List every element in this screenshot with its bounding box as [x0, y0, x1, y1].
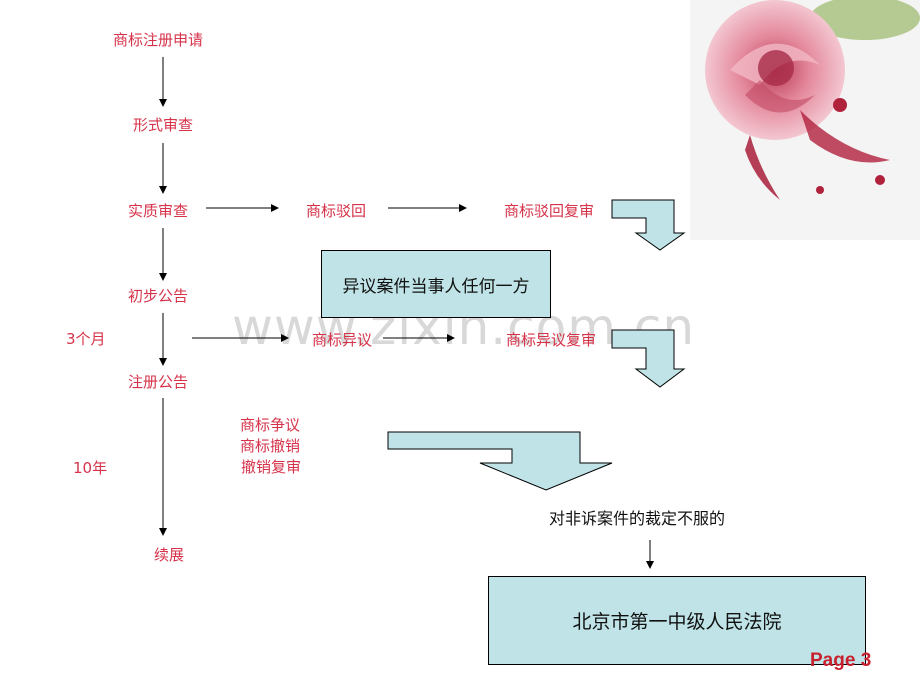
trademark-revocation: 商标撤销 [240, 437, 301, 455]
bent-arrow-opposition-review [611, 329, 686, 388]
trademark-opposition: 商标异议 [312, 331, 373, 349]
beijing-court-text: 北京市第一中级人民法院 [572, 611, 782, 633]
revocation-review: 撤销复审 [241, 458, 302, 476]
step-registration-announcement: 注册公告 [128, 373, 189, 391]
step-renewal: 续展 [154, 546, 185, 564]
rose-decoration [690, 0, 920, 240]
beijing-court-box: 北京市第一中级人民法院 [488, 576, 866, 665]
step-formal-examination: 形式审查 [133, 116, 194, 134]
step-trademark-application: 商标注册申请 [113, 31, 204, 49]
trademark-dispute: 商标争议 [240, 416, 301, 434]
bent-arrow-to-court [387, 431, 613, 491]
period-ten-years: 10年 [73, 459, 108, 477]
period-three-months: 3个月 [66, 330, 106, 348]
trademark-rejection-review: 商标驳回复审 [504, 202, 595, 220]
step-preliminary-announcement: 初步公告 [128, 287, 189, 305]
page-number: Page 3 [810, 650, 872, 671]
bent-arrow-reject-review [611, 199, 686, 251]
opposition-party-text: 异议案件当事人任何一方 [342, 276, 530, 297]
opposition-party-box: 异议案件当事人任何一方 [321, 250, 551, 318]
trademark-opposition-review: 商标异议复审 [506, 331, 597, 349]
trademark-rejection: 商标驳回 [306, 202, 367, 220]
step-substantive-examination: 实质审查 [128, 202, 189, 220]
non-litigation-label: 对非诉案件的裁定不服的 [549, 509, 726, 528]
